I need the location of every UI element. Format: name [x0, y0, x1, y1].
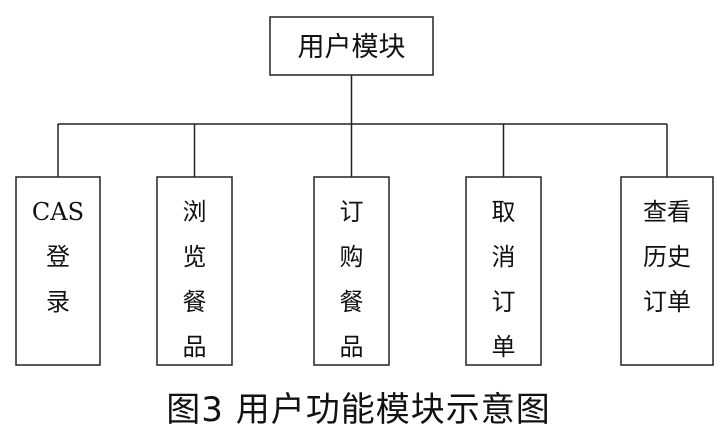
- child-label-line: 登: [46, 243, 70, 271]
- child-box: [620, 176, 714, 366]
- child-label-line: 查看: [643, 198, 691, 226]
- root-box: [269, 16, 434, 76]
- child-label-line: 订: [340, 198, 364, 226]
- child-box: [156, 176, 233, 366]
- child-label-line: 品: [183, 333, 207, 361]
- connector-lines: [57, 75, 668, 177]
- child-box: [313, 176, 390, 366]
- child-box: [465, 176, 542, 366]
- child-label-line: CAS: [32, 198, 84, 226]
- child-label-line: 品: [340, 333, 364, 361]
- child-label-line: 订单: [643, 288, 691, 316]
- child-label-line: 浏: [183, 198, 207, 226]
- child-label-line: 览: [183, 243, 207, 271]
- child-node: CAS 登录: [15, 176, 101, 366]
- child-label-line: 餐: [340, 288, 364, 316]
- child-label-line: 消: [492, 243, 516, 271]
- child-label-line: 单: [492, 333, 516, 361]
- child-label-line: 取: [492, 198, 516, 226]
- child-label-line: 餐: [183, 288, 207, 316]
- child-label-line: 订: [492, 288, 516, 316]
- root-node: 用户模块: [269, 16, 434, 76]
- child-box: [15, 176, 101, 366]
- child-label-line: 购: [340, 243, 364, 271]
- figure-caption: 图3 用户功能模块示意图: [166, 390, 551, 430]
- root-label: 用户模块: [298, 32, 406, 63]
- child-label-line: 历史: [643, 243, 691, 271]
- child-label-line: 录: [46, 288, 70, 316]
